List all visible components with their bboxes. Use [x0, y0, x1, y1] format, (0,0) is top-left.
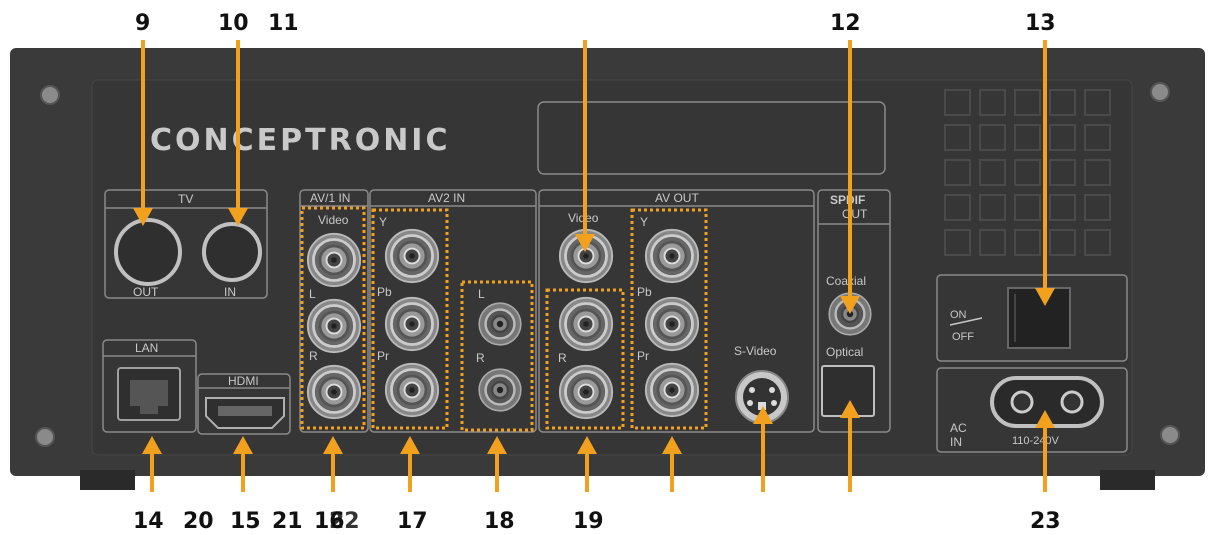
voltage-label: 110-240V: [1012, 435, 1060, 447]
tv-out-label: OUT: [133, 285, 159, 299]
av-out-r-label: R: [558, 351, 567, 365]
av2-pr-label: Pr: [377, 349, 389, 363]
callout-arrows: [133, 40, 1055, 492]
av2-r-label: R: [476, 351, 485, 365]
highlight-av-out-component: [630, 208, 708, 430]
av-out-section-title: AV OUT: [655, 191, 699, 205]
vent-grid: [944, 89, 1111, 256]
tv-out-connector: [114, 218, 182, 286]
callout-15: 15: [230, 509, 261, 534]
spdif-out-label: OUT: [842, 207, 868, 221]
lan-section: [102, 339, 197, 433]
screw-bottom-left: [35, 427, 55, 447]
screw-top-right: [1150, 82, 1170, 102]
callout-21: 21: [272, 509, 303, 534]
highlight-16: [300, 206, 366, 430]
callout-14: 14: [133, 509, 164, 534]
ac-label: AC: [950, 421, 967, 435]
av1-r-label: R: [309, 349, 318, 363]
tv-section-title: TV: [178, 192, 193, 206]
screw-bottom-right: [1160, 425, 1180, 445]
av1-section: [299, 189, 369, 433]
av-out-pr-jack: [644, 362, 700, 418]
av1-l-jack: [306, 298, 362, 354]
coaxial-label: Coaxial: [826, 274, 866, 288]
callout-13: 13: [1025, 11, 1056, 36]
hdmi-section-title: HDMI: [228, 374, 259, 388]
hdmi-section: [197, 373, 291, 435]
callout-9: 9: [135, 11, 150, 36]
av2-l-label: L: [478, 287, 485, 301]
av-out-y-label: Y: [640, 215, 648, 229]
av1-section-title: AV/1 IN: [310, 191, 350, 205]
callout-17: 17: [397, 509, 428, 534]
callout-22: 22: [329, 509, 360, 534]
svideo-label: S-Video: [734, 344, 777, 358]
av2-pb-label: Pb: [377, 285, 392, 299]
callout-11: 11: [268, 11, 299, 36]
av2-y-label: Y: [379, 215, 387, 229]
callout-20: 20: [183, 509, 214, 534]
power-switch-section: [936, 274, 1128, 362]
callout-19: 19: [573, 509, 604, 534]
highlight-19: [545, 288, 625, 430]
power-switch: [1007, 287, 1071, 349]
ac-in-label: IN: [950, 435, 962, 449]
av1-video-label: Video: [318, 213, 349, 227]
callout-18: 18: [484, 509, 515, 534]
callout-10: 10: [218, 11, 249, 36]
callout-12: 12: [830, 11, 861, 36]
tv-in-connector: [202, 222, 262, 282]
av2-l-jack: [478, 302, 522, 346]
av2-section-title: AV2 IN: [428, 191, 465, 205]
spdif-section: [817, 189, 891, 433]
av-out-pb-jack: [644, 296, 700, 352]
av1-l-label: L: [309, 287, 316, 301]
av-out-pr-label: Pr: [637, 349, 649, 363]
label-plate: [537, 101, 886, 175]
callout-23: 23: [1030, 509, 1061, 534]
tv-in-label: IN: [224, 285, 236, 299]
off-label: OFF: [952, 331, 974, 343]
av-out-pb-label: Pb: [637, 285, 652, 299]
device-foot-left: [80, 470, 135, 490]
av2-r-jack: [478, 368, 522, 412]
device-foot-right: [1100, 470, 1155, 490]
av-out-section: [538, 189, 815, 433]
highlight-17: [371, 208, 449, 430]
av2-pr-jack: [384, 362, 440, 418]
screw-top-left: [40, 85, 60, 105]
tv-section: [104, 189, 268, 299]
av1-video-jack: [306, 232, 362, 288]
av-out-y-jack: [644, 228, 700, 284]
highlight-18: [460, 280, 534, 432]
spdif-section-title: SPDIF: [830, 193, 865, 207]
av-out-l-jack: [558, 296, 614, 352]
on-label: ON: [950, 309, 967, 321]
av2-section: [369, 189, 537, 433]
av2-pb-jack: [384, 296, 440, 352]
lan-section-title: LAN: [135, 341, 158, 355]
av-out-r-jack: [558, 364, 614, 420]
av2-y-jack: [384, 228, 440, 284]
av1-r-jack: [306, 364, 362, 420]
callout-16: 16: [314, 509, 345, 534]
brand-logo: CONCEPTRONIC: [150, 123, 450, 158]
ac-in-section: [936, 367, 1128, 453]
optical-label: Optical: [826, 345, 863, 359]
